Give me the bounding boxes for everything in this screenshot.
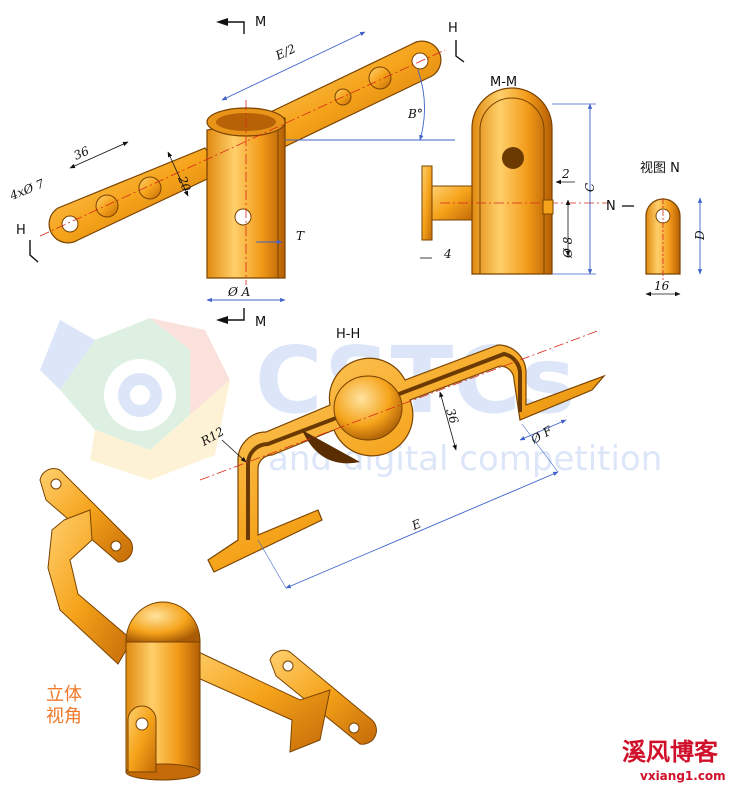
iso-plate-hole	[282, 660, 294, 672]
mark-m-bottom: M	[255, 315, 266, 330]
mm-hole	[502, 147, 524, 169]
iso-tab-hole	[135, 717, 149, 731]
iso-plate-hole	[110, 540, 122, 552]
arm-hole	[411, 52, 429, 70]
iso-plate-hole	[348, 722, 360, 734]
iso-label-line1: 立体	[46, 684, 82, 705]
dim-thk-4: 4	[443, 247, 452, 261]
title-section-mm: M-M	[490, 75, 517, 90]
arm-hole	[95, 194, 119, 218]
dim-d: D	[693, 230, 707, 241]
dim-holes: 4xØ 7	[7, 176, 47, 203]
arm-hole	[368, 66, 392, 90]
dim-gap-2: 2	[561, 167, 570, 181]
arm-hole	[138, 176, 162, 200]
dim-b-angle: B°	[407, 107, 423, 121]
section-mm-dimensions: C 2 Ø 8 4 N	[420, 103, 634, 275]
iso-plate-hole	[50, 478, 62, 490]
mark-m-top: M	[255, 15, 266, 30]
dim-c: C	[583, 183, 597, 192]
title-view-n: 视图 N	[640, 161, 680, 176]
dim-t: T	[296, 229, 305, 243]
tube-hole	[234, 208, 252, 226]
title-section-hh: H-H	[336, 327, 360, 342]
arm-hole	[61, 215, 79, 233]
mark-h-left: H	[16, 223, 26, 238]
watermark-gear-icon	[40, 318, 230, 480]
mark-h-right: H	[448, 21, 458, 36]
iso-view-part	[39, 468, 377, 781]
mark-n: N	[606, 199, 616, 214]
dim-phi-8: Ø 8	[561, 236, 575, 259]
section-mm: M-M	[421, 75, 610, 275]
section-marks-top: M M H H	[16, 15, 465, 330]
top-view-part	[39, 40, 446, 285]
dim-length-36: 36	[72, 144, 92, 163]
dim-w-16: 16	[654, 279, 670, 293]
dim-width-20: 20	[175, 173, 194, 193]
dim-phi-a: Ø A	[227, 285, 251, 299]
site-logo: 溪风博客 vxiang1.com	[622, 737, 726, 783]
iso-label-line2: 视角	[46, 706, 82, 727]
view-n: 视图 N D 16	[640, 161, 707, 297]
site-logo-url: vxiang1.com	[640, 769, 726, 783]
dim-e-half: E/2	[272, 41, 297, 63]
site-logo-cn: 溪风博客	[622, 737, 719, 766]
dim-h36: 36	[443, 407, 461, 426]
hh-hub	[333, 375, 403, 441]
